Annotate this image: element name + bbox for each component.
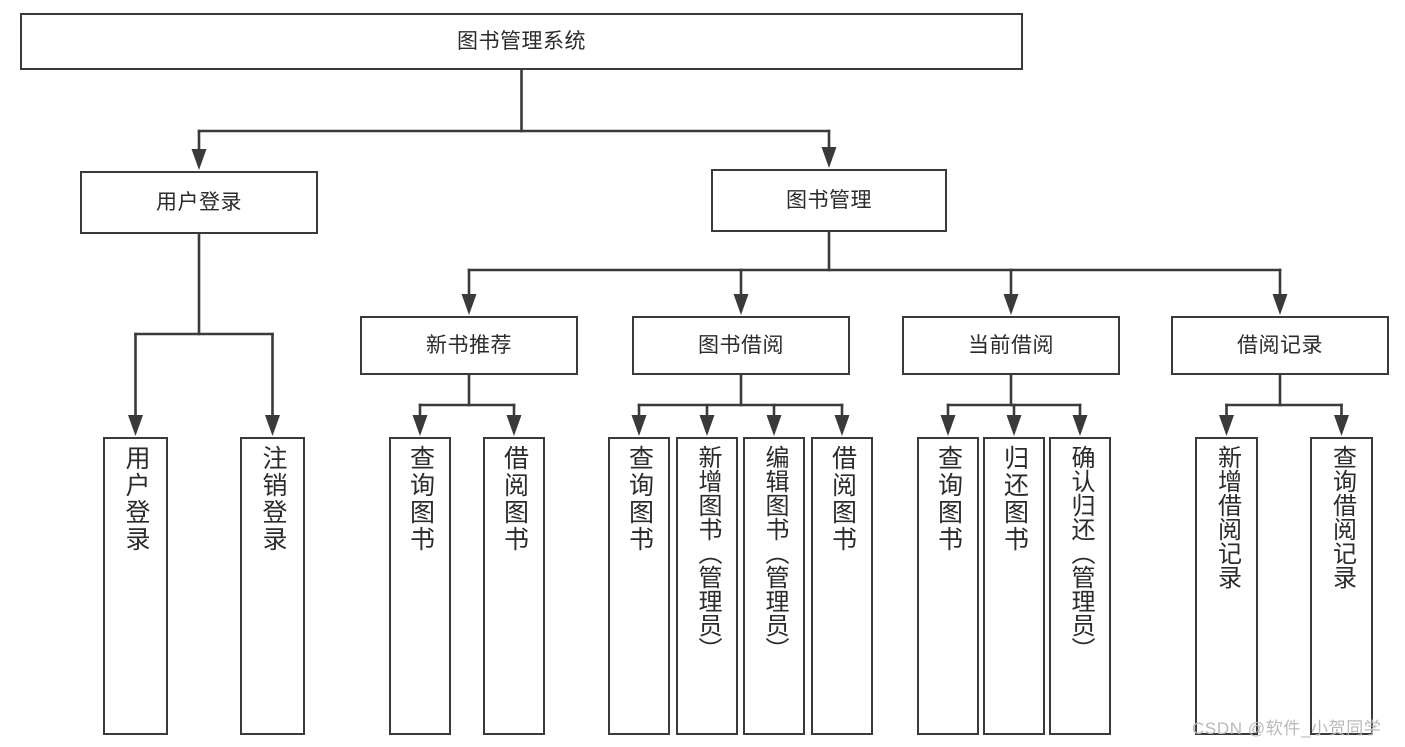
node-label: 用户登录	[156, 190, 242, 214]
node-leaf-current-2[interactable]: 归还图书	[983, 437, 1045, 735]
node-leaf-current-3[interactable]: 确认归还（管理员）	[1049, 437, 1111, 735]
node-newbook[interactable]: 新书推荐	[360, 316, 578, 375]
node-label: 确认归还（管理员）	[1067, 445, 1094, 661]
node-label: 归还图书	[1000, 445, 1029, 553]
node-label: 新书推荐	[426, 333, 512, 357]
node-leaf-records-1[interactable]: 新增借阅记录	[1195, 437, 1258, 735]
node-label: 编辑图书（管理员）	[761, 445, 788, 661]
node-label: 查询借阅记录	[1328, 445, 1356, 589]
node-leaf-borrow-3[interactable]: 编辑图书（管理员）	[743, 437, 805, 735]
node-label: 当前借阅	[968, 333, 1054, 357]
node-label: 查询图书	[625, 445, 654, 553]
node-borrow[interactable]: 图书借阅	[632, 316, 850, 375]
node-leaf-newbook-2[interactable]: 借阅图书	[483, 437, 545, 735]
node-leaf-newbook-1[interactable]: 查询图书	[389, 437, 451, 735]
node-leaf-records-2[interactable]: 查询借阅记录	[1310, 437, 1373, 735]
node-label: 用户登录	[122, 445, 150, 553]
node-label: 注销登录	[259, 445, 287, 553]
node-current[interactable]: 当前借阅	[902, 316, 1120, 375]
node-root[interactable]: 图书管理系统	[20, 13, 1023, 70]
node-label: 新增借阅记录	[1213, 445, 1241, 589]
node-leaf-borrow-1[interactable]: 查询图书	[608, 437, 670, 735]
node-login[interactable]: 用户登录	[80, 171, 318, 234]
node-bookmgmt[interactable]: 图书管理	[711, 169, 947, 232]
node-label: 查询图书	[406, 445, 435, 553]
node-label: 图书管理	[786, 188, 872, 212]
node-label: 查询图书	[934, 445, 963, 553]
node-records[interactable]: 借阅记录	[1171, 316, 1389, 375]
node-leaf-borrow-2[interactable]: 新增图书（管理员）	[676, 437, 738, 735]
node-leaf-current-1[interactable]: 查询图书	[917, 437, 979, 735]
node-leaf-login-1[interactable]: 用户登录	[103, 437, 168, 735]
node-label: 借阅记录	[1237, 333, 1323, 357]
csdn-watermark: CSDN @软件_小贺同学	[1192, 719, 1382, 738]
node-label: 图书借阅	[698, 333, 784, 357]
node-label: 图书管理系统	[457, 29, 586, 53]
node-label: 新增图书（管理员）	[694, 445, 721, 661]
node-label: 借阅图书	[828, 445, 857, 553]
node-label: 借阅图书	[500, 445, 529, 553]
node-leaf-login-2[interactable]: 注销登录	[240, 437, 305, 735]
node-leaf-borrow-4[interactable]: 借阅图书	[811, 437, 873, 735]
